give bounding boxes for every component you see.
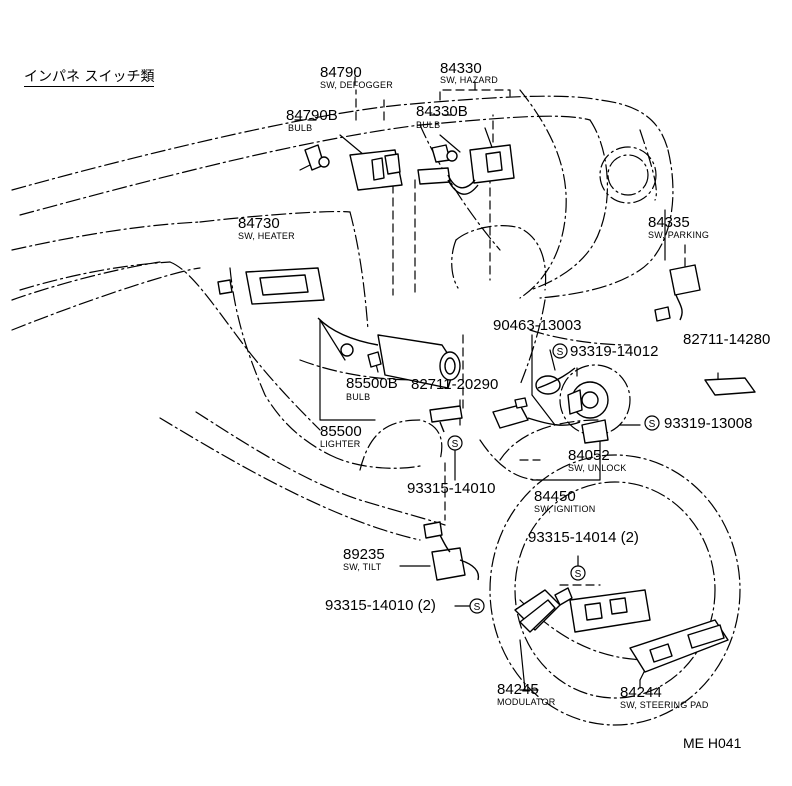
callout-84450-number[interactable]: 84450 [534, 488, 576, 505]
screw-symbol-93319-13008 [644, 415, 660, 431]
callout-82711-14280-number[interactable]: 82711-14280 [683, 331, 771, 348]
ignition-switch-part [537, 367, 609, 444]
screw-symbol-93315-14014 [570, 565, 586, 581]
callout-84790-desc: SW, DEFOGGER [320, 80, 393, 90]
screw-letter: S [649, 419, 656, 430]
callout-93315-14010-number[interactable]: 93315-14010 [407, 480, 496, 497]
callout-84052-desc: SW, UNLOCK [568, 463, 627, 473]
diagram-title: インパネ スイッチ類 [24, 69, 155, 87]
callout-84052-number[interactable]: 84052 [568, 447, 610, 464]
lighter-bulb-part [367, 351, 382, 368]
screw-letter: S [474, 602, 481, 613]
callout-84335-desc: SW, PARKING [648, 230, 710, 240]
heater-switch-part [217, 267, 325, 305]
callout-84335-number[interactable]: 84335 [648, 214, 690, 231]
hazard-bulb-part [431, 144, 458, 163]
callout-89235-desc: SW, TILT [343, 562, 382, 572]
steering-pad-part [629, 619, 729, 673]
callout-leaders [289, 127, 719, 691]
screw-symbol-93315-14010 [447, 435, 463, 451]
callout-84790b-number[interactable]: 84790B [286, 107, 338, 124]
callout-84790b-desc: BULB [288, 123, 313, 133]
callout-84330-desc: SW, HAZARD [440, 75, 499, 85]
callout-93315-14014-number[interactable]: 93315-14014 (2) [528, 529, 639, 546]
callout-93319-13008-number[interactable]: 93319-13008 [664, 415, 753, 432]
lighter-part [317, 317, 461, 389]
screw-symbols [447, 343, 660, 614]
screw-letter: S [452, 439, 459, 450]
callout-84790-number[interactable]: 84790 [320, 64, 362, 81]
callout-93319-14012-number[interactable]: 93319-14012 [570, 343, 659, 360]
callout-84730-number[interactable]: 84730 [238, 215, 280, 232]
callout-89235-number[interactable]: 89235 [343, 546, 385, 563]
defogger-switch-part [349, 149, 403, 191]
callout-84330b-number[interactable]: 84330B [416, 103, 468, 120]
callout-93315-14010-2-number[interactable]: 93315-14010 (2) [325, 597, 436, 614]
steering-switch-part [569, 589, 651, 633]
callout-85500-number[interactable]: 85500 [320, 423, 362, 440]
screw-letter: S [557, 347, 564, 358]
callout-85500-desc: LIGHTER [320, 439, 361, 449]
leader-lines [294, 69, 686, 691]
callout-85500b-number[interactable]: 85500B [346, 375, 398, 392]
diagram-code: ME H041 [683, 735, 742, 751]
screw-symbol-93315-14010-2 [469, 598, 485, 614]
callout-84244-number[interactable]: 84244 [620, 684, 662, 701]
callout-84245-desc: MODULATOR [497, 697, 556, 707]
defogger-bulb-part [304, 144, 330, 171]
callout-84330b-desc: BULB [416, 120, 441, 130]
callout-85500b-desc: BULB [346, 392, 371, 402]
screw-letter: S [575, 569, 582, 580]
hazard-switch-part [417, 144, 515, 195]
parking-switch-part [654, 264, 701, 322]
parking-bracket-part [704, 377, 756, 396]
bracket-82711-part [429, 405, 463, 433]
callout-84330-number[interactable]: 84330 [440, 60, 482, 77]
callout-84450-desc: SW, IGNITION [534, 504, 596, 514]
callout-84730-desc: SW, HEATER [238, 231, 295, 241]
callout-90463-13003-number[interactable]: 90463-13003 [493, 317, 582, 334]
screw-symbol-93319-14012 [552, 343, 568, 359]
callout-84245-number[interactable]: 84245 [497, 681, 539, 698]
callout-82711-20290-number[interactable]: 82711-20290 [411, 376, 499, 393]
unlock-switch-part [492, 397, 581, 429]
tilt-switch-part [423, 521, 480, 581]
callout-84244-desc: SW, STEERING PAD [620, 700, 709, 710]
clamp-90463-part [535, 375, 561, 395]
modulator-part [514, 587, 573, 633]
